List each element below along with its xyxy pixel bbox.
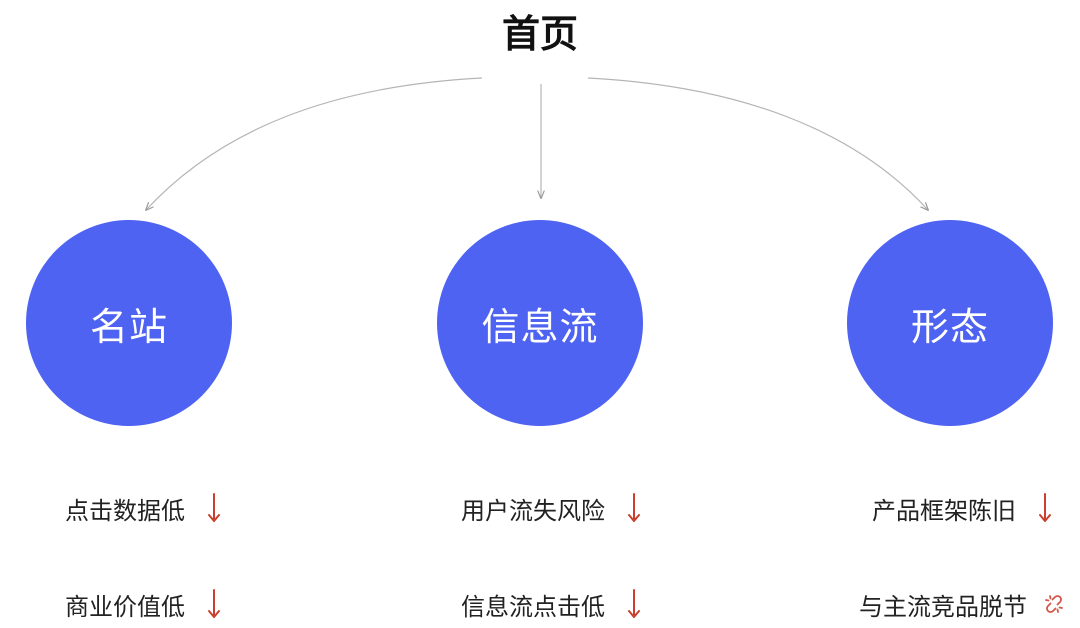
root-title: 首页 <box>501 12 578 56</box>
down-arrow-icon <box>1036 491 1054 525</box>
down-arrow-icon <box>205 587 223 621</box>
issue-row: 商业价值低 <box>65 584 223 624</box>
issue-label: 用户流失风险 <box>461 496 605 525</box>
issue-row: 产品框架陈旧 <box>872 488 1054 528</box>
down-arrow-icon <box>205 491 223 525</box>
issue-row: 用户流失风险 <box>461 488 643 528</box>
down-arrow-icon <box>625 491 643 525</box>
node-xinxiliu: 信息流 <box>437 220 643 426</box>
issue-label: 与主流竞品脱节 <box>859 592 1027 621</box>
down-arrow-icon <box>625 587 643 621</box>
connector-right <box>587 77 928 210</box>
issue-row: 与主流竞品脱节 <box>859 584 1067 624</box>
broken-link-icon <box>1041 587 1067 621</box>
issue-row: 点击数据低 <box>65 488 223 528</box>
issue-label: 商业价值低 <box>65 592 185 621</box>
connector-left <box>146 77 483 210</box>
issue-label: 信息流点击低 <box>461 592 605 621</box>
node-mingzhan-label: 名站 <box>89 304 168 349</box>
node-mingzhan: 名站 <box>26 220 232 426</box>
issue-label: 产品框架陈旧 <box>872 496 1016 525</box>
issue-label: 点击数据低 <box>65 496 185 525</box>
node-xinxiliu-label: 信息流 <box>481 304 599 349</box>
node-xingtai-label: 形态 <box>910 304 989 349</box>
issue-row: 信息流点击低 <box>461 584 643 624</box>
node-xingtai: 形态 <box>847 220 1053 426</box>
